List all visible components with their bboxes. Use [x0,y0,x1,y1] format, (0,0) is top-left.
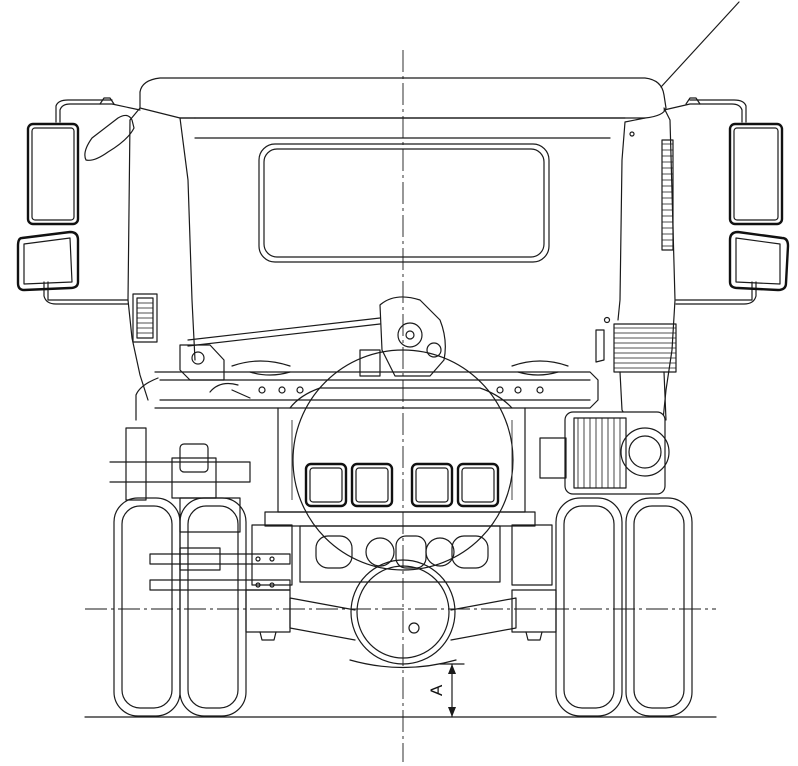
air-cleaner [539,411,670,495]
tire-left-outer [113,497,181,717]
rear-window [258,143,550,263]
rear-cross-panel [277,349,526,571]
side-lamp [132,293,158,343]
lower-bumper-bar [264,511,536,583]
dimension-a: A [427,663,465,718]
leader-line [660,1,740,88]
tire-right-outer [625,497,693,717]
dimension-label: A [427,684,446,696]
rear-lamp-cluster [304,462,500,508]
vent-grille [661,139,674,251]
center-lines [84,50,717,762]
frame-cross-member [125,360,599,501]
tire-right-inner [555,497,623,717]
left-mirror-assembly [16,97,141,305]
axle-hubs [245,524,557,641]
left-side-marker-bars [149,547,291,591]
right-mirror-assembly [663,97,790,305]
tire-left-inner [179,497,247,717]
air-intake-duct [595,323,677,441]
cab-tilt-linkage [179,296,446,399]
cab-body [127,77,676,471]
